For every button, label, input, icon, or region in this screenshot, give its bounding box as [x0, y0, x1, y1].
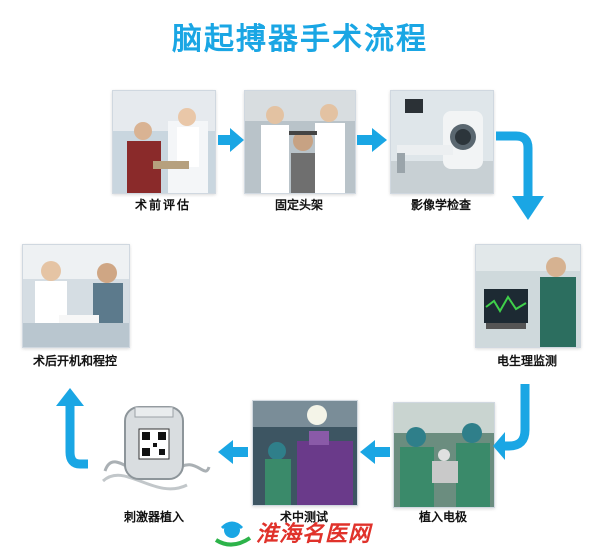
step-photo-imaging	[390, 90, 494, 194]
step-photo-head-frame	[244, 90, 356, 194]
doctors-fixing-frame-icon	[245, 91, 355, 193]
monitoring-screen-icon	[476, 245, 580, 347]
step-label-pre-op-eval: 术前评估	[134, 198, 191, 212]
step-photo-electrophysiology	[475, 244, 581, 348]
ct-scanner-icon	[391, 91, 493, 193]
doctor-patient-consult-icon	[113, 91, 215, 193]
watermark-text: 淮海名医网	[256, 521, 372, 547]
step-label-electrophysiology: 电生理监测	[496, 354, 557, 368]
doctor-consult-desk-icon	[23, 245, 129, 347]
step-photo-post-op-programming	[22, 244, 130, 348]
arrow-right-icon	[357, 128, 387, 152]
step-label-post-op-programming: 术后开机和程控	[32, 354, 117, 368]
arrow-up-icon	[56, 388, 88, 469]
arrow-left-icon	[360, 440, 390, 464]
step-photo-stimulator-implant	[94, 400, 216, 506]
arrow-right-icon	[218, 128, 244, 152]
page-title: 脑起搏器手术流程	[172, 22, 428, 57]
step-photo-pre-op-eval	[112, 90, 216, 194]
arrow-curve-down-icon	[496, 131, 544, 220]
arrow-curve-down-left-icon	[493, 384, 530, 460]
watermark-logo-icon	[214, 521, 252, 547]
operating-room-icon	[253, 401, 357, 505]
step-photo-electrode-implant	[393, 402, 495, 508]
surgeons-operating-icon	[394, 403, 494, 507]
step-label-electrode-implant: 植入电极	[418, 510, 467, 524]
step-label-imaging: 影像学检查	[410, 198, 471, 212]
step-label-intraop-test: 术中测试	[279, 510, 328, 524]
step-label-stimulator-implant: 刺激器植入	[123, 510, 184, 524]
step-label-head-frame: 固定头架	[274, 198, 323, 212]
pulse-generator-device-icon	[95, 401, 215, 505]
step-photo-intraop-test	[252, 400, 358, 506]
arrow-left-icon	[218, 440, 248, 464]
